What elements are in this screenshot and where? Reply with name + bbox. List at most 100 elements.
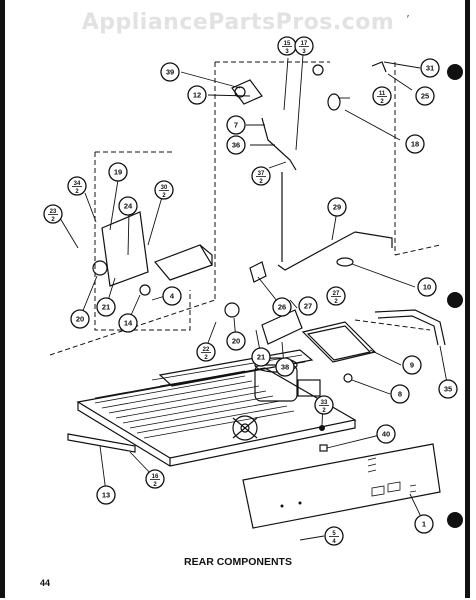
- callout-7: 7: [226, 115, 246, 135]
- callout-5-qty-4: 54: [324, 526, 344, 546]
- callout-part-number: 13: [102, 491, 110, 500]
- callout-17-qty-3: 173: [294, 36, 314, 56]
- callout-circle: [314, 395, 334, 415]
- callout-circle: [96, 297, 116, 317]
- callout-quantity: 2: [153, 482, 157, 488]
- callout-part-number: 40: [382, 430, 390, 439]
- callout-circle: [390, 384, 410, 404]
- callout-circle: [118, 196, 138, 216]
- callout-circle: [420, 58, 440, 78]
- callout-part-number: 30: [161, 185, 168, 191]
- callout-part-number: 20: [232, 337, 240, 346]
- callout-part-number: 39: [166, 68, 174, 77]
- callout-circle: [327, 197, 347, 217]
- callout-part-number: 33: [321, 400, 328, 406]
- callout-1: 1: [414, 514, 434, 534]
- callout-quantity: 2: [75, 189, 79, 195]
- callout-part-number: 19: [114, 168, 122, 177]
- callout-circle: [226, 135, 246, 155]
- callout-37-qty-2: 372: [251, 166, 271, 186]
- callout-part-number: 20: [76, 315, 84, 324]
- callout-31: 31: [420, 58, 440, 78]
- callout-quantity: 3: [285, 49, 289, 55]
- callout-part-number: 15: [284, 41, 291, 47]
- callout-34-qty-2: 342: [67, 176, 87, 196]
- callout-26: 26: [272, 297, 292, 317]
- callout-21: 21: [251, 347, 271, 367]
- callout-circle: [326, 286, 346, 306]
- callout-circle: [67, 176, 87, 196]
- clip: [319, 444, 328, 452]
- callout-circle: [324, 526, 344, 546]
- callout-35: 35: [438, 379, 458, 399]
- rear-panel: [242, 443, 441, 529]
- callout-39: 39: [160, 62, 180, 82]
- callout-circle: [160, 62, 180, 82]
- callout-part-number: 27: [333, 291, 340, 297]
- water-tube: [277, 172, 393, 271]
- callout-14: 14: [118, 313, 138, 333]
- callout-16-qty-2: 162: [145, 469, 165, 489]
- watermark: AppliancePartsPros.com: [81, 10, 395, 35]
- callout-circle: [154, 180, 174, 200]
- callout-circle: [275, 357, 295, 377]
- callout-circle: [145, 469, 165, 489]
- callout-33-qty-2: 332: [314, 395, 334, 415]
- heater-strip: [374, 309, 446, 346]
- callout-part-number: 37: [258, 171, 265, 177]
- left-bracket-assembly: [92, 211, 213, 296]
- callout-24: 24: [118, 196, 138, 216]
- callout-circle: [376, 424, 396, 444]
- callout-9: 9: [402, 355, 422, 375]
- callout-circle: [298, 296, 318, 316]
- callout-quantity: 2: [259, 179, 263, 185]
- callout-part-number: 9: [410, 361, 414, 370]
- callout-part-number: 38: [281, 363, 289, 372]
- callout-circle: [414, 514, 434, 534]
- corner-mark: ′: [407, 14, 409, 25]
- grommet: [343, 373, 353, 383]
- callout-13: 13: [96, 485, 116, 505]
- callout-quantity: 2: [334, 299, 338, 305]
- callout-22-qty-2: 222: [196, 342, 216, 362]
- callout-circle: [96, 485, 116, 505]
- callout-30-qty-2: 302: [154, 180, 174, 200]
- callout-circle: [187, 85, 207, 105]
- cabinet-outline: [49, 61, 441, 356]
- callout-circle: [196, 342, 216, 362]
- punch-hole: [447, 512, 463, 528]
- leader-lines: [59, 54, 448, 541]
- callout-part-number: 21: [102, 303, 110, 312]
- callout-part-number: 14: [124, 319, 133, 328]
- valve-assembly: [231, 61, 387, 171]
- callout-part-number: 7: [234, 121, 238, 130]
- callout-circle: [402, 355, 422, 375]
- callout-29: 29: [327, 197, 347, 217]
- figure-caption: REAR COMPONENTS: [184, 556, 292, 568]
- base-bracket: [67, 433, 136, 453]
- callout-part-number: 10: [423, 283, 431, 292]
- callout-11-qty-2: 112: [372, 86, 392, 106]
- callout-part-number: 24: [124, 202, 133, 211]
- callout-part-number: 31: [426, 64, 434, 73]
- callout-part-number: 27: [304, 302, 312, 311]
- drain-tray: [301, 321, 377, 363]
- callout-20: 20: [70, 309, 90, 329]
- punch-hole: [447, 292, 463, 308]
- callout-circle: [118, 313, 138, 333]
- callout-circle: [70, 309, 90, 329]
- callout-part-number: 1: [422, 520, 426, 529]
- callout-part-number: 25: [421, 92, 429, 101]
- callout-circle: [438, 379, 458, 399]
- callout-quantity: 2: [51, 217, 55, 223]
- callout-10: 10: [417, 277, 437, 297]
- callout-part-number: 21: [257, 353, 265, 362]
- callout-quantity: 2: [380, 99, 384, 105]
- callout-21: 21: [96, 297, 116, 317]
- callout-part-number: 35: [444, 385, 452, 394]
- callout-part-number: 12: [193, 91, 201, 100]
